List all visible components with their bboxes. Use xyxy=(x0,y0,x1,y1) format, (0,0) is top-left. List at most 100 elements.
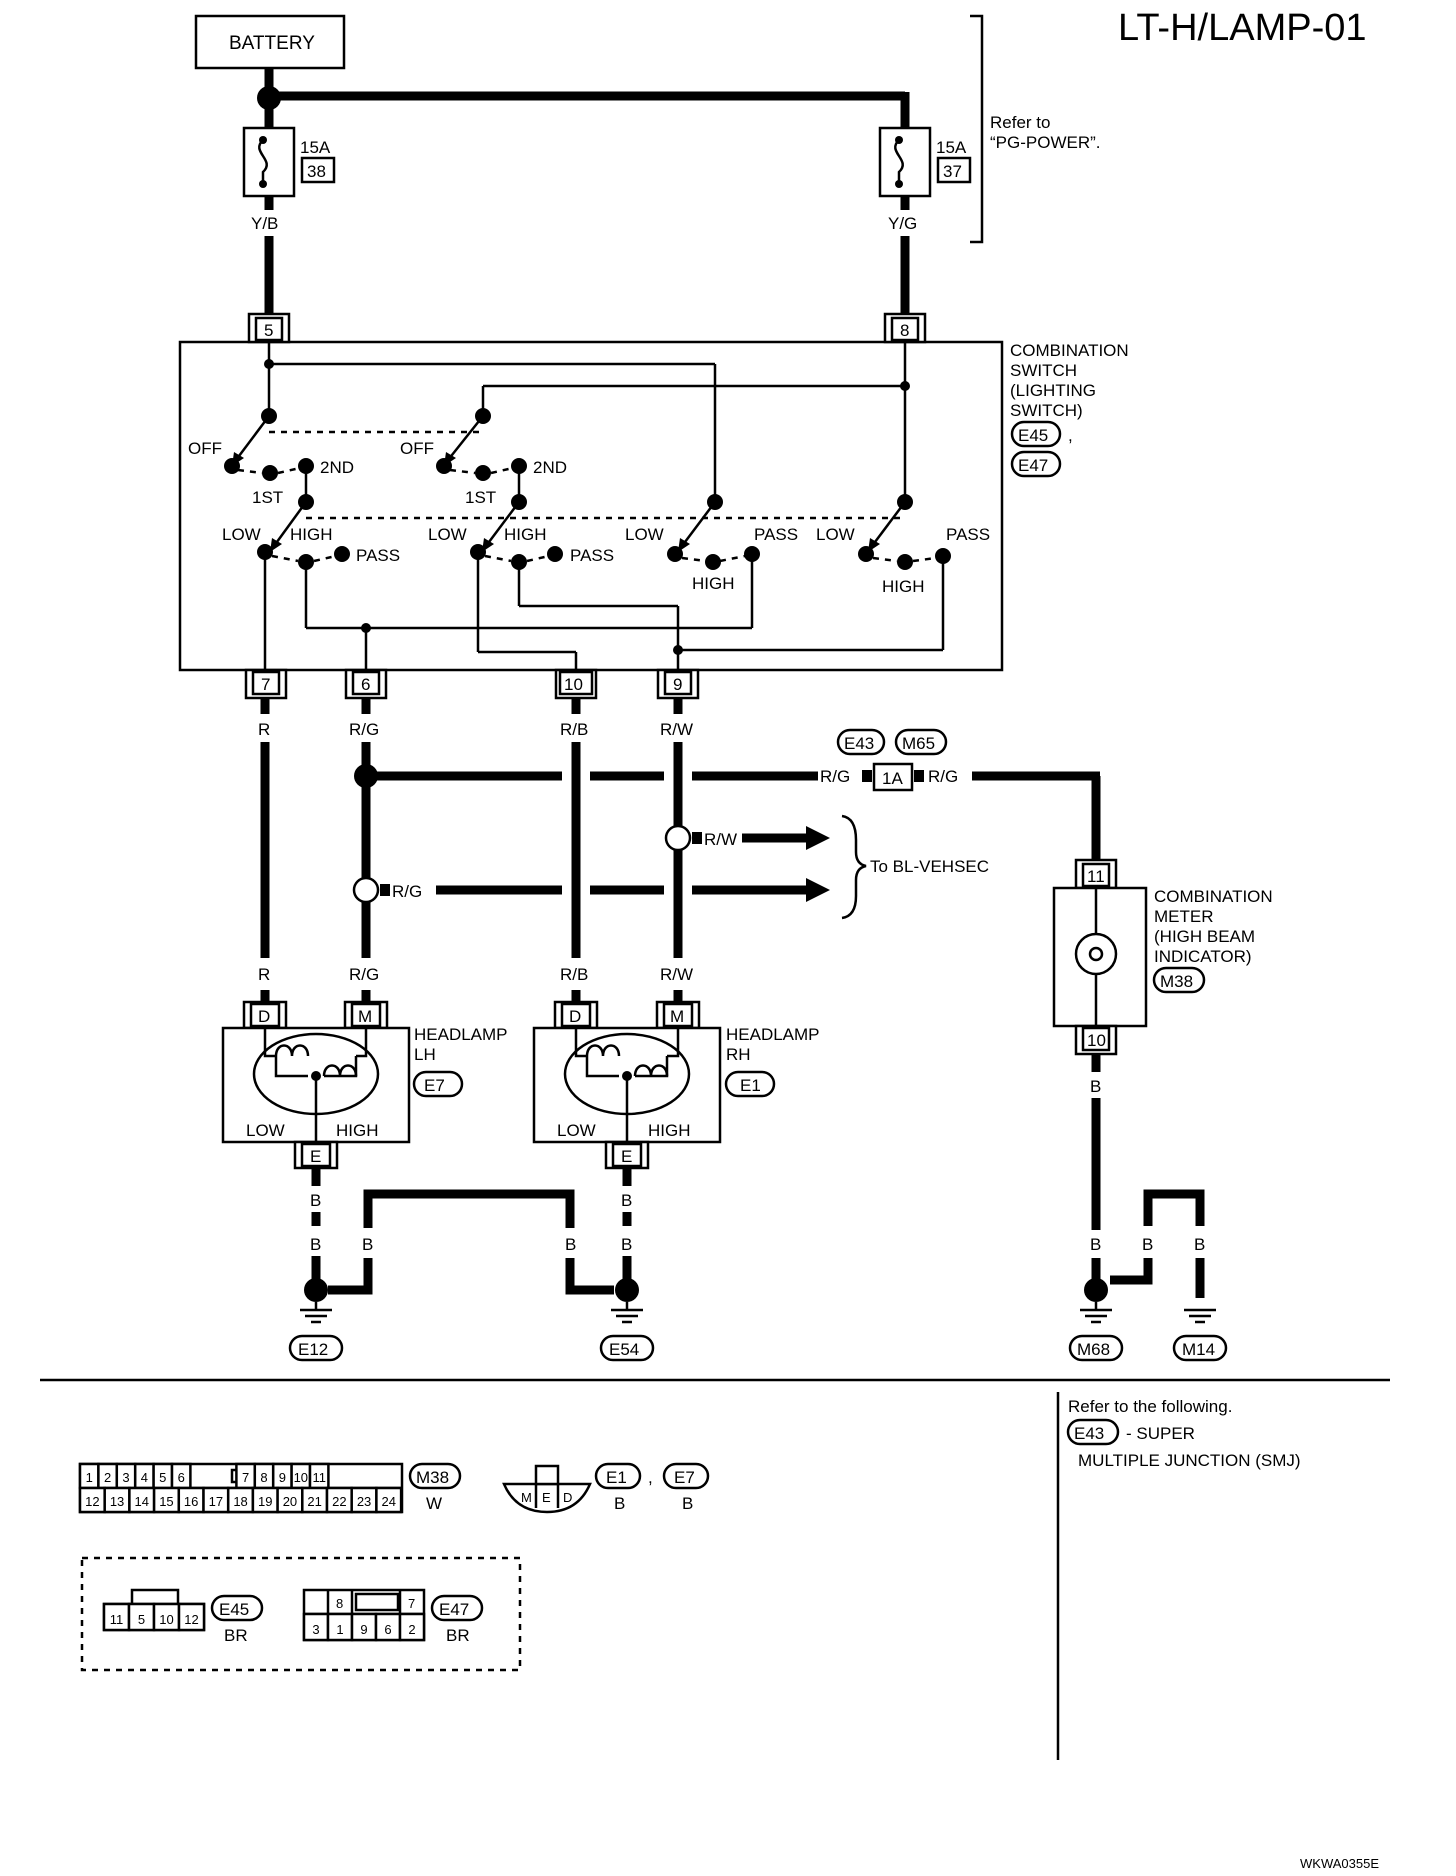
m38-row2-pin: 18 xyxy=(233,1494,247,1509)
ground-m14: M14 xyxy=(1172,1308,1228,1362)
switch-connector-separator: , xyxy=(1068,426,1073,445)
switch-pin-6: 6 xyxy=(361,675,370,694)
ground-m68: M68 xyxy=(1068,1302,1124,1362)
r2-high-label: HIGH xyxy=(882,577,925,596)
e47-bottom-pin: 9 xyxy=(360,1622,367,1637)
switch-name-3: (LIGHTING xyxy=(1010,381,1096,400)
m38-row1-pin: 4 xyxy=(141,1470,148,1485)
combination-meter: 11 10 COMBINATION METER (HIGH BEAM INDIC… xyxy=(1052,858,1273,1230)
joint-pin: 1A xyxy=(882,769,903,788)
lh-name-1: HEADLAMP xyxy=(414,1025,508,1044)
e45-connector-label: E45 xyxy=(219,1600,249,1619)
m38-row2-pin: 16 xyxy=(184,1494,198,1509)
m38-row2-cell xyxy=(226,1486,255,1514)
lh-wire-d: R xyxy=(258,965,270,984)
left-off-label: OFF xyxy=(188,439,222,458)
rh-wire-m: R/W xyxy=(660,965,693,984)
hl-face-separator: , xyxy=(648,1468,653,1487)
headlamp-connector-face: M E D E1 , E7 B B xyxy=(502,1462,710,1514)
gnd-lh-wire-3: B xyxy=(362,1235,373,1254)
joint-wire-left: R/G xyxy=(820,767,850,786)
m38-row1-pin: 10 xyxy=(294,1470,308,1485)
m38-row2-cell xyxy=(202,1486,230,1514)
e47-bottom-cell xyxy=(302,1612,330,1642)
e45-cell xyxy=(177,1602,206,1632)
mid-1st-label: 1ST xyxy=(465,488,496,507)
m38-row1-pin: 11 xyxy=(312,1470,326,1485)
meter-name-3: (HIGH BEAM xyxy=(1154,927,1255,946)
m38-row1-pin: 7 xyxy=(242,1470,249,1485)
e47-bottom-pin: 1 xyxy=(336,1622,343,1637)
wire-pin7-label: R xyxy=(258,720,270,739)
combination-switch: 5 8 7 6 10 9 OFF 2N xyxy=(178,312,1129,700)
m38-row2-cell xyxy=(78,1486,106,1514)
headlamp-feeds xyxy=(260,698,683,958)
fuse-37-wire: Y/G xyxy=(888,214,917,233)
joint-connector-e43: E43 xyxy=(844,734,874,753)
page-code: LT-H/LAMP-01 xyxy=(1118,7,1366,49)
m38-row2-pin: 24 xyxy=(382,1494,396,1509)
gnd-lh-wire-1: B xyxy=(310,1191,321,1210)
r2-pass-label: PASS xyxy=(946,525,990,544)
gnd-m-wire-3: B xyxy=(1194,1235,1205,1254)
hl-face-pin-d: D xyxy=(563,1490,572,1505)
e47-bottom-pin: 2 xyxy=(408,1622,415,1637)
battery-label: BATTERY xyxy=(229,33,315,54)
e47-pin-8: 8 xyxy=(336,1596,343,1611)
e47-bottom-cell xyxy=(350,1612,378,1642)
figure-id: WKWA0355E xyxy=(1300,1856,1379,1871)
ground-e12: E12 xyxy=(288,1302,344,1362)
lh-pin-m: M xyxy=(358,1007,372,1026)
rh-connector: E1 xyxy=(740,1076,761,1095)
fuse-38-amps: 15A xyxy=(300,138,331,157)
refer-intro: Refer to the following. xyxy=(1068,1397,1232,1416)
m38-row2-cell xyxy=(177,1486,205,1514)
refer-connector: E43 xyxy=(1074,1424,1104,1443)
e47-bottom-pin: 6 xyxy=(384,1622,391,1637)
r1-pass-label: PASS xyxy=(754,525,798,544)
rh-high-label: HIGH xyxy=(648,1121,691,1140)
gnd-m-wire-1: B xyxy=(1090,1235,1101,1254)
switch-connector-e47: E47 xyxy=(1018,456,1048,475)
lh-low-label: LOW xyxy=(246,1121,285,1140)
left-2nd-label: 2ND xyxy=(320,458,354,477)
meter-pin-out: 10 xyxy=(1087,1031,1106,1050)
switch-pin-10: 10 xyxy=(564,675,583,694)
left-high-label: HIGH xyxy=(290,525,333,544)
bl-vehsec-branch: R/W R/G To BL-VEHSEC xyxy=(352,814,989,920)
gnd-lh-wire-2: B xyxy=(310,1235,321,1254)
m38-row1-pin: 3 xyxy=(122,1470,129,1485)
m38-row1-pin: 5 xyxy=(159,1470,166,1485)
e45-color: BR xyxy=(224,1626,248,1645)
r2-low-label: LOW xyxy=(816,525,855,544)
fuse-38-wire: Y/B xyxy=(251,214,278,233)
m38-row2-pin: 19 xyxy=(258,1494,272,1509)
mid-off-label: OFF xyxy=(400,439,434,458)
wire-pin10-label: R/B xyxy=(560,720,588,739)
m38-connector-label: M38 xyxy=(416,1468,449,1487)
m38-row2-pin: 14 xyxy=(135,1494,149,1509)
r1-high-label: HIGH xyxy=(692,574,735,593)
rh-wire-d: R/B xyxy=(560,965,588,984)
e47-bottom-cell xyxy=(326,1612,354,1642)
rh-pin-e: E xyxy=(621,1147,632,1166)
switch-connector-e45: E45 xyxy=(1018,426,1048,445)
joint-wire-right: R/G xyxy=(928,767,958,786)
mid-pass-label: PASS xyxy=(570,546,614,565)
lh-connector: E7 xyxy=(424,1076,445,1095)
wire-pin9-label: R/W xyxy=(660,720,693,739)
rh-pin-m: M xyxy=(670,1007,684,1026)
ground-e54-label: E54 xyxy=(609,1340,639,1359)
fuse-37: 15A 37 Y/G xyxy=(878,126,972,314)
switch-connectors-frame xyxy=(80,1556,522,1672)
gnd-rh-wire-1: B xyxy=(621,1191,632,1210)
e45-cell xyxy=(102,1602,131,1632)
rh-pin-d: D xyxy=(569,1007,581,1026)
vehsec-wire-b: R/G xyxy=(392,882,422,901)
r1-low-label: LOW xyxy=(625,525,664,544)
left-pass-label: PASS xyxy=(356,546,400,565)
m38-row2-pin: 12 xyxy=(85,1494,99,1509)
mid-low-label: LOW xyxy=(428,525,467,544)
hl-face-pin-e: E xyxy=(542,1490,551,1505)
